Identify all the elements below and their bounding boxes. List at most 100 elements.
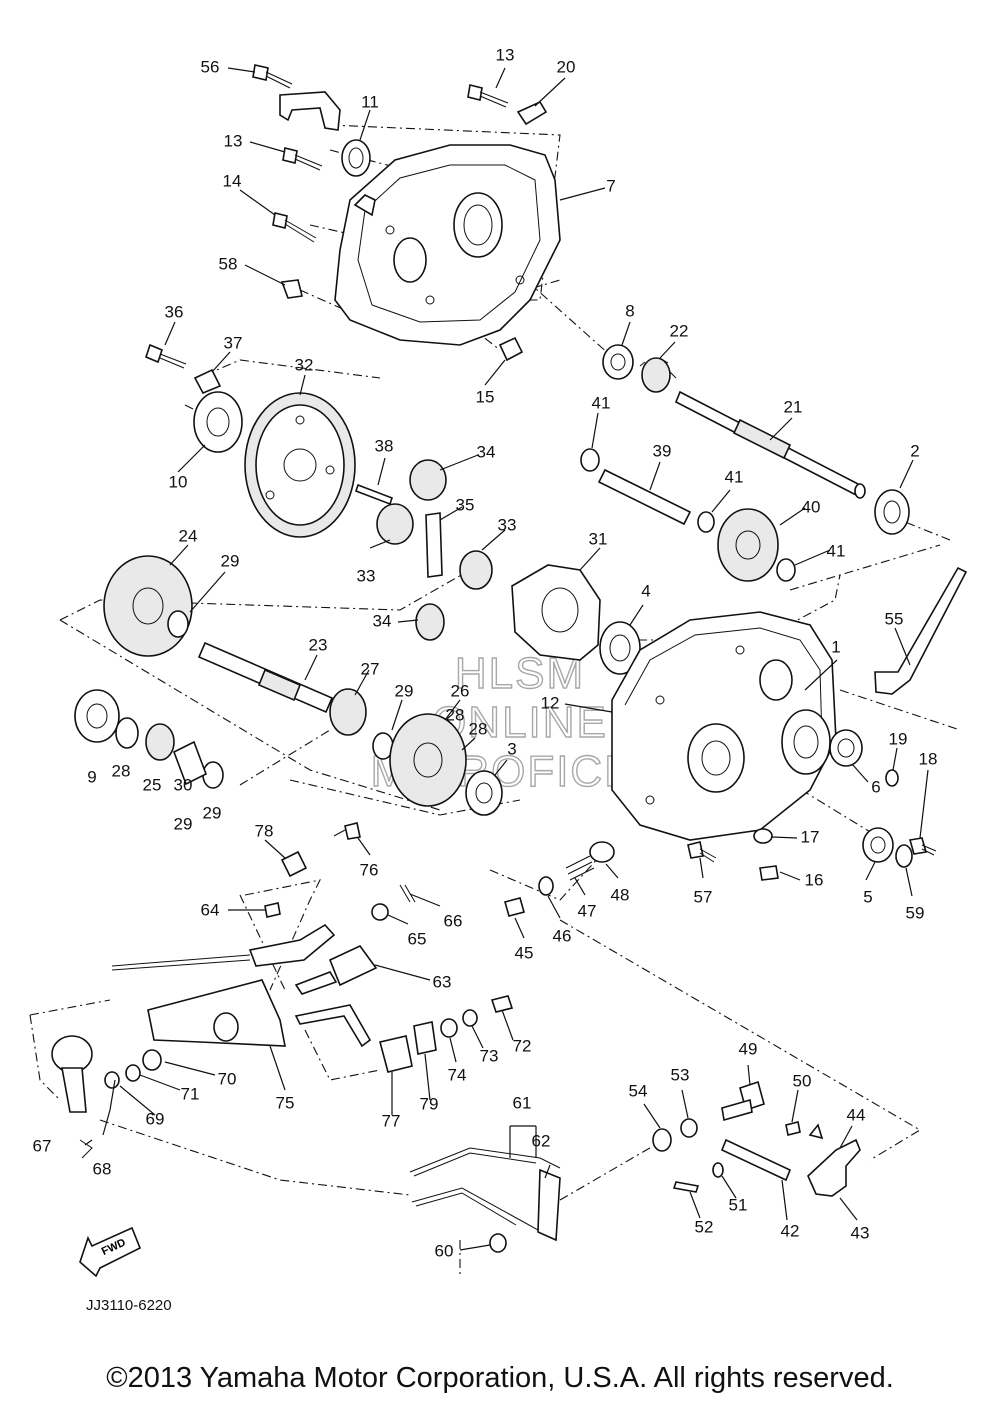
part-label-26: 26: [451, 681, 470, 700]
part-label-66: 66: [444, 911, 463, 930]
part-label-29c: 29: [203, 803, 222, 822]
part-label-58: 58: [219, 254, 238, 273]
part-label-31: 31: [589, 529, 608, 548]
part-label-52: 52: [695, 1217, 714, 1236]
detent-parts: [504, 841, 615, 917]
shift-arm-assembly: [51, 1035, 162, 1159]
part-label-19: 19: [889, 729, 908, 748]
part-label-29: 29: [221, 551, 240, 570]
part-label-64: 64: [201, 900, 220, 919]
part-label-59: 59: [906, 903, 925, 922]
dowel: [193, 368, 222, 395]
part-label-7: 7: [606, 176, 615, 195]
part-label-72: 72: [513, 1036, 532, 1055]
clip: [516, 100, 548, 126]
bearing: [193, 391, 243, 453]
drain-plug: [753, 828, 779, 881]
part-label-69: 69: [146, 1109, 165, 1128]
part-label-40: 40: [802, 497, 821, 516]
part-label-30: 30: [174, 775, 193, 794]
part-label-55: 55: [885, 609, 904, 628]
part-label-16: 16: [805, 870, 824, 889]
part-label-46: 46: [553, 926, 572, 945]
part-label-76: 76: [360, 860, 379, 879]
part-label-75: 75: [276, 1093, 295, 1112]
part-label-2: 2: [910, 441, 919, 460]
part-label-34: 34: [477, 442, 496, 461]
part-label-60: 60: [435, 1241, 454, 1260]
part-label-27: 27: [361, 659, 380, 678]
part-label-48: 48: [611, 885, 630, 904]
pin: [354, 483, 394, 506]
part-label-29d: 29: [174, 814, 193, 833]
part-label-32: 32: [295, 355, 314, 374]
bearing: [599, 621, 641, 675]
gear: [329, 688, 367, 736]
part-label-28b: 28: [469, 719, 488, 738]
fwd-arrow: FWD: [79, 1226, 142, 1278]
dowel: [498, 336, 524, 362]
part-label-44: 44: [847, 1105, 866, 1124]
gear: [717, 508, 779, 582]
part-label-33b: 33: [498, 515, 517, 534]
counter-shaft: [197, 641, 334, 714]
part-label-74: 74: [448, 1065, 467, 1084]
bearing: [602, 344, 634, 380]
small-gear: [639, 357, 677, 393]
part-label-56: 56: [201, 57, 220, 76]
part-label-51: 51: [729, 1195, 748, 1214]
gear: [389, 713, 467, 807]
part-label-41b: 41: [725, 467, 744, 486]
shaft-stack: [74, 689, 208, 786]
part-label-35: 35: [456, 495, 475, 514]
part-label-41: 41: [592, 393, 611, 412]
part-label-10: 10: [169, 472, 188, 491]
part-label-61: 61: [513, 1093, 532, 1112]
part-label-53: 53: [671, 1065, 690, 1084]
part-label-57: 57: [694, 887, 713, 906]
part-label-78: 78: [255, 821, 274, 840]
part-label-18: 18: [919, 749, 938, 768]
part-label-22: 22: [670, 321, 689, 340]
part-label-39: 39: [653, 441, 672, 460]
gear: [103, 555, 193, 657]
part-label-15: 15: [476, 387, 495, 406]
main-shaft: [674, 390, 866, 499]
pinion-gears: [376, 459, 493, 641]
part-label-1: 1: [831, 637, 840, 656]
bracket: [147, 979, 286, 1047]
part-label-36: 36: [165, 302, 184, 321]
shift-arm: [294, 1004, 372, 1048]
part-label-65: 65: [408, 929, 427, 948]
part-label-11: 11: [361, 92, 379, 111]
bearing: [465, 770, 503, 816]
exploded-parts-diagram: HLSM ONLINE MICROFICHE: [29, 45, 968, 1314]
part-label-41c: 41: [827, 541, 846, 560]
part-label-34b: 34: [373, 611, 392, 630]
shift-fork-assembly: [652, 1080, 861, 1197]
part-label-3: 3: [507, 739, 516, 758]
part-label-77: 77: [382, 1111, 401, 1130]
switch-parts: [379, 995, 514, 1073]
part-label-50: 50: [793, 1071, 812, 1090]
part-label-62: 62: [532, 1131, 551, 1150]
part-label-9: 9: [87, 767, 96, 786]
side-cover: [334, 144, 561, 346]
part-label-23: 23: [309, 635, 328, 654]
linkage-small-parts: [264, 850, 416, 921]
washers: [167, 610, 394, 789]
part-label-45: 45: [515, 943, 534, 962]
part-label-68: 68: [93, 1159, 112, 1178]
shift-rods: [409, 1147, 561, 1253]
shift-cable: [111, 923, 378, 995]
part-label-24: 24: [179, 526, 198, 545]
transmission-case: [611, 611, 837, 841]
figure-code: JJ3110-6220: [86, 1297, 172, 1314]
part-label-28: 28: [112, 761, 131, 780]
bolts: [145, 64, 937, 863]
part-label-54: 54: [629, 1081, 648, 1100]
bearing: [874, 489, 910, 535]
ring-gear: [244, 392, 356, 538]
leader-lines: [84, 67, 929, 1251]
differential-case: [511, 564, 601, 661]
